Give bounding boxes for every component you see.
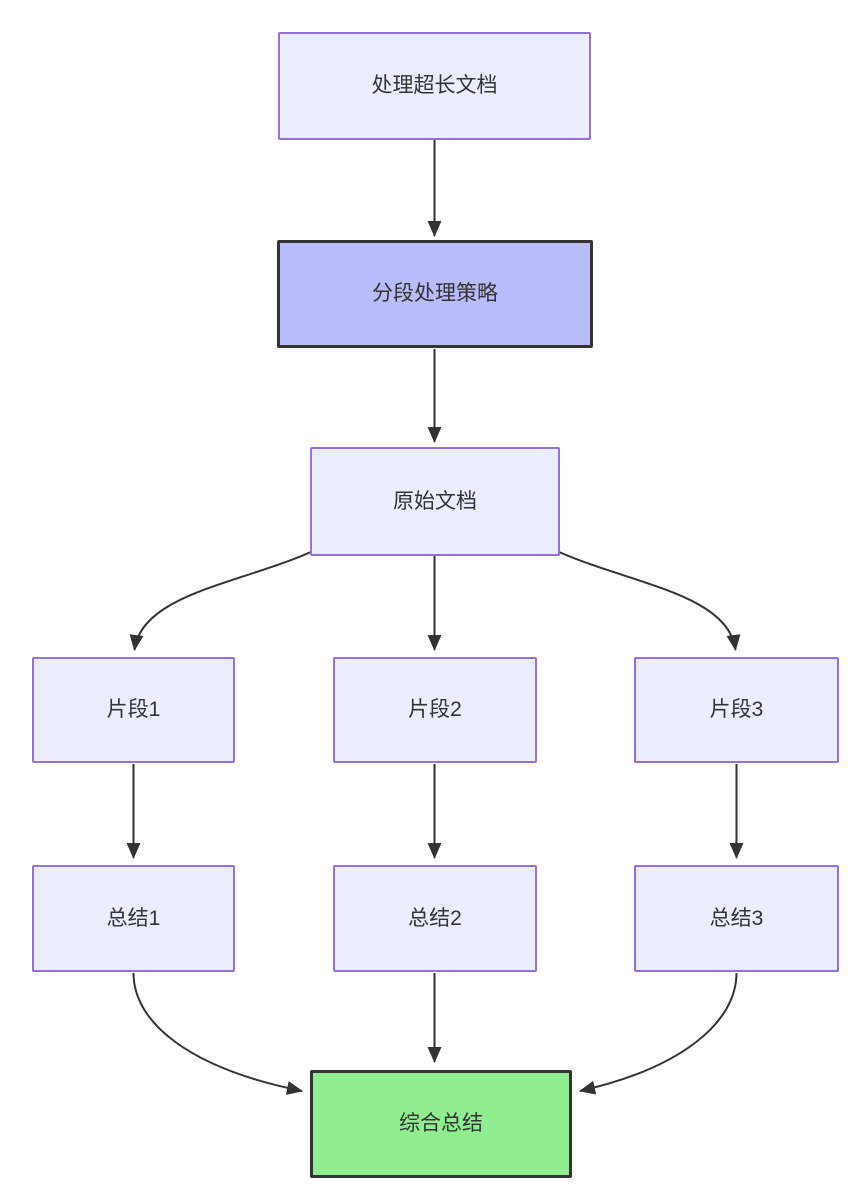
node-fragment-3-label: 片段3 (709, 698, 764, 722)
node-fragment-2: 片段2 (333, 657, 537, 763)
node-summary-3: 总结3 (634, 865, 839, 972)
node-fragment-1-label: 片段1 (106, 698, 161, 722)
node-summary-2: 总结2 (333, 865, 537, 972)
node-segment-strategy-label: 分段处理策略 (372, 282, 498, 306)
edge-C-D1 (129, 551, 312, 651)
node-handle-long-doc: 处理超长文档 (278, 32, 591, 140)
node-summary-1-label: 总结1 (106, 906, 161, 930)
node-summary-2-label: 总结2 (408, 906, 462, 930)
node-final-summary-label: 综合总结 (399, 1112, 483, 1136)
node-original-doc: 原始文档 (310, 447, 560, 556)
node-handle-long-doc-label: 处理超长文档 (371, 74, 498, 98)
node-original-doc-label: 原始文档 (393, 489, 477, 513)
edge-C-D3 (558, 551, 741, 651)
edge-E3-F (579, 972, 738, 1095)
node-fragment-3: 片段3 (634, 657, 839, 763)
node-final-summary: 综合总结 (310, 1070, 572, 1178)
node-fragment-1: 片段1 (32, 657, 235, 763)
node-summary-1: 总结1 (32, 865, 235, 972)
edge-E1-F (132, 972, 303, 1095)
node-summary-3-label: 总结3 (709, 906, 764, 930)
node-fragment-2-label: 片段2 (408, 698, 462, 722)
node-segment-strategy: 分段处理策略 (277, 240, 593, 348)
